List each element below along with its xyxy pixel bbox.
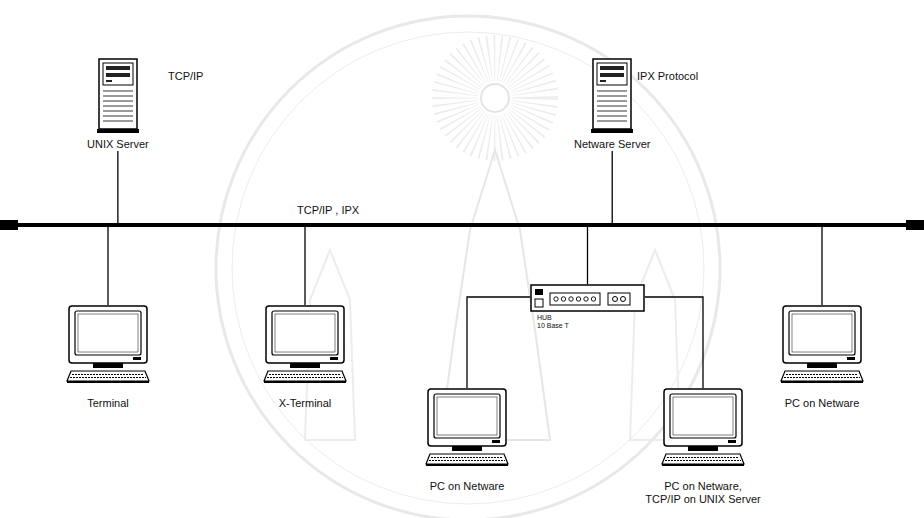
network-cable bbox=[645, 297, 703, 388]
computer-node: PC on Netware, TCP/IP on UNIX Server bbox=[644, 388, 762, 506]
node-label: X-Terminal bbox=[279, 397, 332, 410]
node-label: PC on Netware bbox=[785, 397, 860, 410]
network-cable bbox=[467, 297, 530, 388]
server-node: UNIX Server bbox=[87, 57, 149, 151]
hub-node: HUB10 Base T bbox=[530, 284, 645, 330]
monitor-icon bbox=[65, 305, 151, 383]
computer-node: X-Terminal bbox=[262, 305, 348, 410]
network-cable bbox=[587, 227, 588, 284]
network-cable bbox=[117, 151, 118, 223]
hub-icon bbox=[530, 284, 645, 312]
server-icon bbox=[96, 57, 140, 135]
node-label: PC on Netware bbox=[430, 480, 505, 493]
node-label: 10 Base T bbox=[537, 322, 569, 330]
node-label: HUB bbox=[537, 314, 552, 322]
server-icon bbox=[590, 57, 634, 135]
node-label: Terminal bbox=[87, 397, 129, 410]
computer-node: PC on Netware bbox=[779, 305, 865, 410]
bus-terminator bbox=[0, 220, 18, 230]
network-cable bbox=[304, 227, 305, 305]
bus-terminator bbox=[906, 220, 924, 230]
monitor-icon bbox=[262, 305, 348, 383]
watermark-seal bbox=[216, 16, 720, 518]
node-label: UNIX Server bbox=[87, 138, 149, 151]
network-cable bbox=[821, 227, 822, 305]
protocol-label: TCP/IP bbox=[168, 70, 203, 83]
network-cable bbox=[107, 227, 108, 305]
network-bus: TCP/IP , IPX bbox=[18, 223, 906, 227]
computer-node: Terminal bbox=[65, 305, 151, 410]
bus-label: TCP/IP , IPX bbox=[297, 204, 359, 217]
node-label: Netware Server bbox=[574, 138, 650, 151]
network-cable bbox=[612, 151, 613, 223]
computer-node: PC on Netware bbox=[424, 388, 510, 493]
monitor-icon bbox=[424, 388, 510, 466]
monitor-icon bbox=[660, 388, 746, 466]
protocol-label: IPX Protocol bbox=[637, 70, 698, 83]
node-label: PC on Netware, TCP/IP on UNIX Server bbox=[644, 480, 762, 506]
monitor-icon bbox=[779, 305, 865, 383]
